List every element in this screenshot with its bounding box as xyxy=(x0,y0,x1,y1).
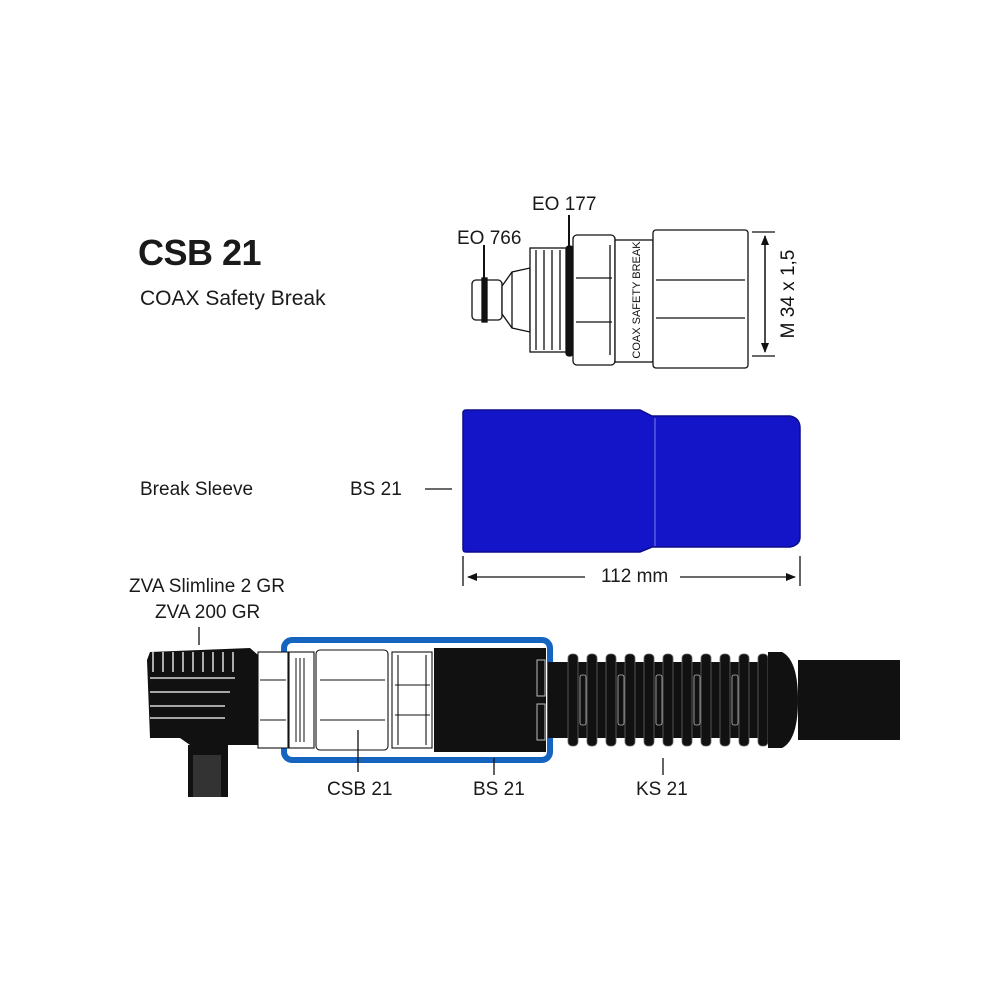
kink-spring-rib xyxy=(567,653,579,747)
kink-spring-rib xyxy=(700,653,712,747)
label-bs21-assembly: BS 21 xyxy=(473,779,525,800)
kink-spring-rib xyxy=(605,653,617,747)
label-break-sleeve: Break Sleeve xyxy=(140,479,254,500)
o-ring-eo177-icon xyxy=(565,245,574,357)
coupling-nut xyxy=(652,229,749,369)
kink-spring-rib xyxy=(662,653,674,747)
label-eo766: EO 766 xyxy=(457,228,522,249)
assembly-coupling xyxy=(257,649,433,751)
product-subtitle: COAX Safety Break xyxy=(140,287,326,310)
kink-spring-window xyxy=(655,674,663,726)
label-zva-200: ZVA 200 GR xyxy=(155,602,261,623)
coupling-collar xyxy=(614,239,654,363)
label-ks21-assembly: KS 21 xyxy=(636,779,688,800)
dimension-112mm: 112 mm xyxy=(597,566,673,588)
coupling-body-text: COAX SAFETY BREAK xyxy=(631,241,643,359)
coupling-hex-body xyxy=(572,234,616,366)
kink-spring-window xyxy=(693,674,701,726)
kink-spring-rib xyxy=(757,653,769,747)
kink-spring-rib xyxy=(586,653,598,747)
kink-spring-window xyxy=(617,674,625,726)
product-title: CSB 21 xyxy=(138,232,262,273)
assembly-hose-section xyxy=(434,648,546,752)
label-csb21-assembly: CSB 21 xyxy=(327,779,393,800)
kink-spring-drawing xyxy=(548,652,900,748)
kink-spring-rib xyxy=(681,653,693,747)
break-sleeve-shape xyxy=(462,409,801,553)
kink-spring-rib xyxy=(643,653,655,747)
kink-spring-window xyxy=(769,674,777,726)
kink-spring-window xyxy=(731,674,739,726)
coupling-thread xyxy=(529,247,569,353)
coupling-cone xyxy=(501,267,531,333)
coupling-fine-text xyxy=(295,658,305,742)
assembly-sleeve-outline xyxy=(281,637,553,763)
kink-spring-rib xyxy=(624,653,636,747)
nozzle-drawing xyxy=(147,627,258,797)
kink-spring-window xyxy=(579,674,587,726)
kink-spring-rib xyxy=(738,653,750,747)
thread-dimension-arrow xyxy=(752,231,775,357)
label-eo177: EO 177 xyxy=(532,194,597,215)
kink-spring-rib xyxy=(719,653,731,747)
o-ring-eo766-icon xyxy=(481,277,488,323)
label-bs21-sleeve: BS 21 xyxy=(350,479,402,500)
coupling-nipple xyxy=(471,279,503,321)
thread-dimension-label: M 34 x 1,5 xyxy=(778,250,799,339)
label-zva-slimline: ZVA Slimline 2 GR xyxy=(129,576,285,597)
